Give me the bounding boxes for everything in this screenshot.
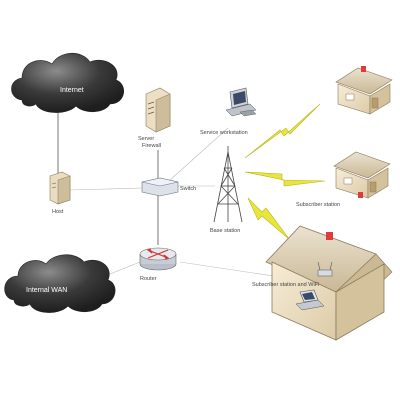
wan-cloud: Internal WAN [4, 254, 116, 313]
lightning-icon [244, 171, 326, 187]
router-label: Router [140, 276, 157, 282]
host-label: Host [52, 209, 64, 215]
house-mid: Subscriber station [296, 151, 391, 208]
base-station: Base station [210, 146, 243, 234]
local-host: Host [49, 171, 71, 215]
tower-label: Base station [210, 228, 240, 234]
links [57, 110, 301, 281]
cloud-icon [11, 52, 124, 113]
beacon-icon [358, 192, 363, 198]
switch: Switch [141, 177, 196, 197]
server: Server Firewall [138, 87, 171, 149]
house-big: Subscriber station and WiFi [252, 225, 393, 341]
workstation-label: Service workstation [200, 130, 248, 136]
cloud-icon [4, 254, 116, 313]
server-sublabel: Firewall [142, 143, 161, 149]
tower-icon [213, 146, 243, 223]
lightning-icon [244, 103, 321, 159]
beacon-icon [361, 66, 366, 72]
wireless-links [244, 103, 326, 241]
lightning-icon [247, 197, 291, 241]
router-icon [317, 261, 333, 277]
house-big-label: Subscriber station and WiFi [252, 282, 319, 288]
link-host-switch [69, 187, 143, 191]
workstation: Service workstation [200, 87, 257, 136]
internet-label: Internet [60, 87, 84, 94]
router: Router [139, 247, 177, 282]
link-switch-workstation [169, 127, 229, 181]
switch-label: Switch [180, 186, 196, 192]
server-label: Server [138, 136, 154, 142]
house-mid-label: Subscriber station [296, 202, 340, 208]
beacon-icon [326, 232, 333, 240]
wan-label: Internal WAN [26, 287, 67, 294]
internet-cloud: Internet [11, 52, 124, 113]
house-top [335, 66, 393, 115]
